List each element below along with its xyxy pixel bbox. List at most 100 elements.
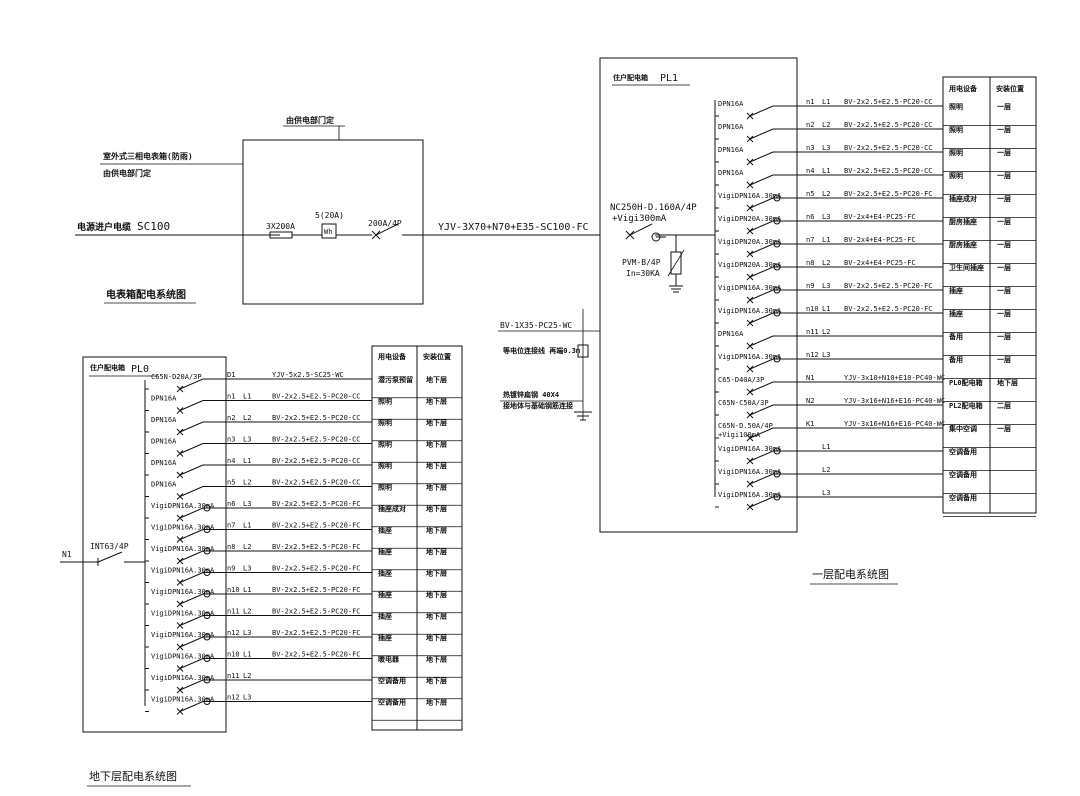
switch-blade-icon [179, 679, 204, 691]
circuit-id: n5 [806, 190, 814, 198]
rcd-icon [773, 263, 781, 271]
position-cell: 地下层 [426, 526, 447, 535]
cable-spec: BV-2x2.5+E2.5-PC20-CC [844, 144, 933, 152]
cable-spec: BV-2x2.5+E2.5-PC20-FC [844, 305, 933, 313]
breaker-label: VigiDPN20A.30mA [718, 238, 782, 246]
position-cell: 一层 [997, 148, 1011, 157]
switch-blade-icon [179, 550, 204, 562]
equipment-cell: 照明 [949, 125, 963, 134]
pl0-main-breaker-icon [97, 551, 123, 566]
phase-label: L2 [822, 259, 830, 267]
equipment-cell: 插座 [378, 612, 392, 621]
meter-box-frame [242, 139, 424, 305]
phase-label: L3 [822, 213, 830, 221]
pl0-table: 用电设备 安装位置 [371, 345, 463, 731]
breaker-label: DPN16A [718, 169, 744, 177]
phase-label: L2 [822, 190, 830, 198]
switch-blade-icon [749, 427, 774, 439]
switch-blade-icon [179, 378, 204, 390]
breaker-label: VigiDPN16A.30mA [718, 307, 782, 315]
position-cell: 地下层 [426, 440, 447, 449]
ground-note-1: 等电位连接线 再端0.3m [502, 346, 580, 355]
rcd-icon [203, 590, 211, 598]
switch-blade-icon [179, 636, 204, 648]
equipment-cell: 空调备用 [949, 493, 977, 502]
phase-label: L1 [243, 522, 251, 530]
circuit-id: n1 [227, 393, 235, 401]
pl0-col-pos: 安装位置 [423, 352, 451, 361]
cable-spec: BV-2x2.5+E2.5-PC20-CC [272, 436, 361, 444]
rcd-icon [203, 547, 211, 555]
position-cell: 一层 [997, 102, 1011, 111]
cable-spec: YJV-3x16+N16+E16-PC40-WC [844, 420, 945, 428]
position-cell: 地下层 [426, 418, 447, 427]
switch-blade-icon [749, 174, 774, 186]
cable-spec: BV-2x2.5+E2.5-PC20-CC [272, 479, 361, 487]
feeder-label: YJV-3X70+N70+E35-SC100-FC [438, 222, 589, 233]
pl0-box-code: PL0 [131, 364, 149, 375]
breaker-label-2: +Vigi100mA [718, 431, 761, 439]
pl1-col-pos: 安装位置 [996, 84, 1024, 93]
breaker-label: C65-D40A/3P [718, 376, 764, 384]
cable-spec: BV-2x2.5+E2.5-PC20-CC [844, 121, 933, 129]
rcd-icon [773, 355, 781, 363]
ground-note-3: 接地体与基础钢筋连接 [503, 401, 573, 410]
breaker-label: VigiDPN16A.30mA [151, 502, 215, 510]
position-cell: 二层 [997, 401, 1011, 410]
phase-label: L3 [243, 629, 251, 637]
pl1-main-breaker-1: NC250H-D.160A/4P [610, 203, 697, 213]
rcd-icon [773, 493, 781, 501]
circuit-id: n10 [227, 651, 240, 659]
pl1-main-breaker-icon [625, 223, 666, 242]
breaker-label: DPN16A [151, 416, 177, 424]
phase-label: L3 [243, 500, 251, 508]
equipment-cell: 照明 [949, 102, 963, 111]
switch-blade-icon [749, 450, 774, 462]
position-cell: 一层 [997, 171, 1011, 180]
meter-box-section: 由供电部门定 室外式三相电表箱(防雨) 由供电部门定 电源进户电缆 SC100 … [75, 115, 600, 305]
circuit-id: n9 [806, 282, 814, 290]
position-cell: 地下层 [426, 676, 447, 685]
phase-label: L2 [243, 672, 251, 680]
circuit-id: n4 [806, 167, 814, 175]
breaker-label: VigiDPN16A.30mA [151, 524, 215, 532]
position-cell: 地下层 [426, 590, 447, 599]
rcd-icon [203, 676, 211, 684]
switch-blade-icon [749, 105, 774, 117]
cable-spec: BV-2x2.5+E2.5-PC20-CC [844, 167, 933, 175]
breaker-label: VigiDPN16A.30mA [151, 631, 215, 639]
circuit-id: n3 [806, 144, 814, 152]
equipment-cell: 集中空调 [948, 424, 977, 433]
breaker-label: DPN16A [151, 438, 177, 446]
position-cell: 地下层 [426, 569, 447, 578]
meter-icon [321, 223, 337, 239]
circuit-id: n10 [806, 305, 819, 313]
circuit-id: n2 [227, 414, 235, 422]
cable-spec: YJV-5x2.5-SC25-WC [272, 371, 344, 379]
meter-label: 5(20A) [315, 211, 344, 220]
equipment-cell: 照明 [378, 397, 392, 406]
phase-label: L2 [243, 543, 251, 551]
equipment-cell: 插座成对 [378, 504, 406, 513]
circuit-id: n6 [806, 213, 814, 221]
pl1-diagram-title: 一层配电系统图 [812, 568, 889, 581]
phase-label: L1 [822, 305, 830, 313]
rcd-icon [773, 240, 781, 248]
switch-blade-icon [749, 404, 774, 416]
equipment-cell: 插座 [378, 526, 392, 535]
position-cell: 一层 [997, 424, 1011, 433]
equipment-cell: 卫生间插座 [949, 263, 984, 272]
phase-label: L1 [822, 236, 830, 244]
